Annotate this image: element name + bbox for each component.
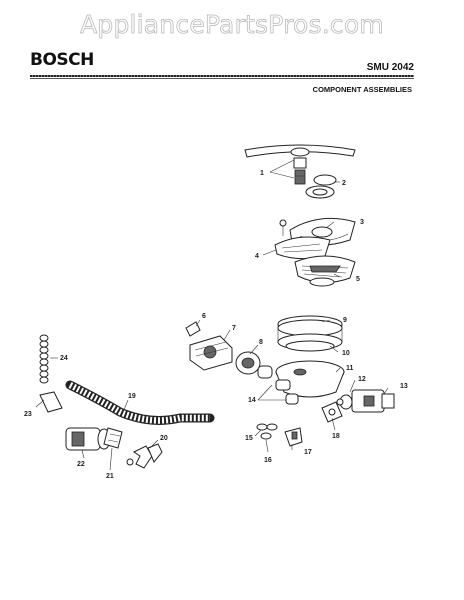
spray-arm-part: [244, 144, 356, 185]
callout-5: 5: [356, 276, 360, 283]
callout-21: 21: [106, 473, 114, 480]
seal-ring-part: [305, 174, 337, 199]
callout-9: 9: [343, 317, 347, 324]
mesh-screen-part: [294, 255, 356, 287]
callout-8: 8: [259, 339, 263, 346]
callout-13: 13: [400, 383, 408, 390]
section-title: COMPONENT ASSEMBLIES: [312, 85, 412, 94]
callout-19: 19: [128, 393, 136, 400]
callout-22: 22: [77, 461, 85, 468]
callout-14: 14: [248, 397, 256, 404]
bracket-part: [39, 391, 63, 413]
callout-23: 23: [24, 411, 32, 418]
callout-7: 7: [232, 325, 236, 332]
sump-housing-part: [275, 360, 345, 405]
callout-16: 16: [264, 457, 272, 464]
callout-1: 1: [260, 170, 264, 177]
callout-3: 3: [360, 219, 364, 226]
callout-17: 17: [304, 449, 312, 456]
hose-end-part: [103, 427, 123, 449]
callout-15: 15: [245, 435, 253, 442]
filter-plate-part: [274, 236, 331, 260]
watermark-text: AppliancePartsPros.com: [80, 10, 384, 40]
impeller-part: [235, 351, 273, 379]
callout-6: 6: [202, 313, 206, 320]
callout-4: 4: [255, 253, 259, 260]
brand-logo: BOSCH: [30, 50, 94, 70]
callout-11: 11: [346, 365, 354, 372]
header-rule: [30, 75, 414, 77]
bead-strip-part: [39, 334, 49, 384]
valve-assembly-part: [336, 389, 395, 413]
callout-20: 20: [160, 435, 168, 442]
callout-24: 24: [60, 355, 68, 362]
gasket-part: [321, 401, 343, 423]
model-number: SMU 2042: [366, 62, 414, 73]
callout-10: 10: [342, 350, 350, 357]
header-rule-thin: [30, 78, 414, 79]
small-parts-group: [256, 423, 303, 447]
callout-2: 2: [342, 180, 346, 187]
sump-ring-part: [277, 315, 343, 352]
motor-housing-part: [189, 335, 233, 371]
leader-lines: [35, 159, 389, 471]
callout-12: 12: [358, 376, 366, 383]
pump-motor-part: [65, 427, 111, 451]
callout-18: 18: [332, 433, 340, 440]
corrugated-hose-part: [65, 380, 215, 425]
clip-part: [185, 321, 201, 337]
elbow-fitting-part: [126, 443, 163, 469]
